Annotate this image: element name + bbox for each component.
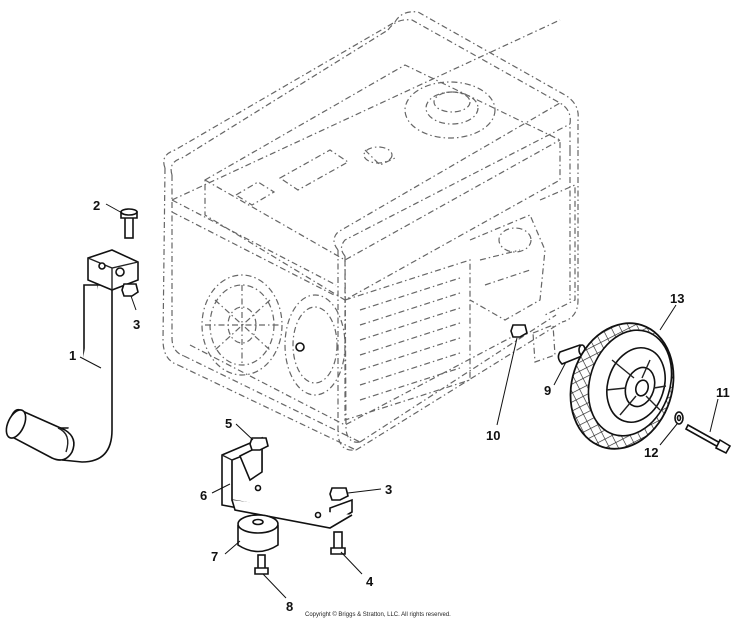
callout-5: 5 bbox=[225, 416, 232, 431]
nut-part-3-lower bbox=[329, 487, 349, 501]
callout-10: 10 bbox=[486, 428, 500, 443]
axle-bracket bbox=[532, 324, 556, 363]
handle-part-1 bbox=[5, 249, 139, 463]
callout-3-lower: 3 bbox=[385, 482, 392, 497]
washer-part-12 bbox=[674, 411, 684, 425]
mounting-bracket-part-6 bbox=[221, 436, 353, 529]
leader-lines bbox=[79, 203, 719, 599]
axle-bolt-part-11 bbox=[684, 423, 732, 455]
callout-labels: 2 3 1 5 6 3 4 7 8 10 9 12 11 13 bbox=[69, 198, 730, 614]
copyright-notice: Copyright © Briggs & Stratton, LLC. All … bbox=[305, 612, 451, 618]
wheel-part-13 bbox=[569, 322, 675, 450]
callout-2: 2 bbox=[93, 198, 100, 213]
callout-4: 4 bbox=[366, 574, 374, 589]
engine-alternator bbox=[189, 184, 576, 426]
nut-part-10 bbox=[510, 324, 528, 338]
bolt-part-4 bbox=[330, 531, 346, 555]
callout-11: 11 bbox=[716, 385, 730, 400]
callout-3-upper: 3 bbox=[133, 317, 140, 332]
callout-6: 6 bbox=[200, 488, 207, 503]
callout-9: 9 bbox=[544, 383, 551, 398]
callout-13: 13 bbox=[670, 291, 684, 306]
bolt-part-2 bbox=[120, 208, 138, 239]
fuel-tank bbox=[204, 64, 561, 301]
callout-7: 7 bbox=[211, 549, 218, 564]
nut-part-3-upper bbox=[121, 283, 139, 297]
nut-part-5 bbox=[249, 437, 269, 451]
screw-part-8 bbox=[254, 554, 269, 575]
callout-1: 1 bbox=[69, 348, 76, 363]
callout-12: 12 bbox=[644, 445, 658, 460]
callout-8: 8 bbox=[286, 599, 293, 614]
generator-frame bbox=[162, 11, 579, 451]
rubber-foot-part-7 bbox=[237, 514, 279, 553]
